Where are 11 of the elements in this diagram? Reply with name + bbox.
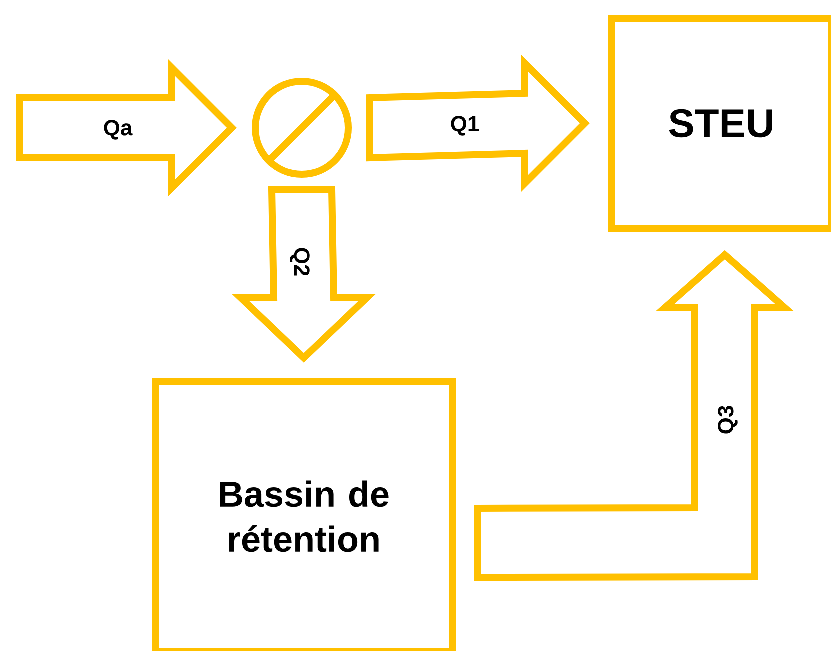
edge-label: Qa: [104, 120, 133, 140]
process-box: Bassin de rétention: [152, 378, 456, 651]
splitter-circle: [252, 78, 352, 178]
block-arrow: [366, 55, 590, 192]
process-box: STEU: [608, 15, 831, 232]
block-arrow: [232, 186, 376, 363]
edge-label: Q1: [451, 116, 480, 136]
edge-label: Q2: [290, 248, 310, 276]
block-arrow: [16, 60, 237, 196]
edge-label: Q3: [718, 406, 738, 434]
block-arrow: [474, 250, 794, 581]
